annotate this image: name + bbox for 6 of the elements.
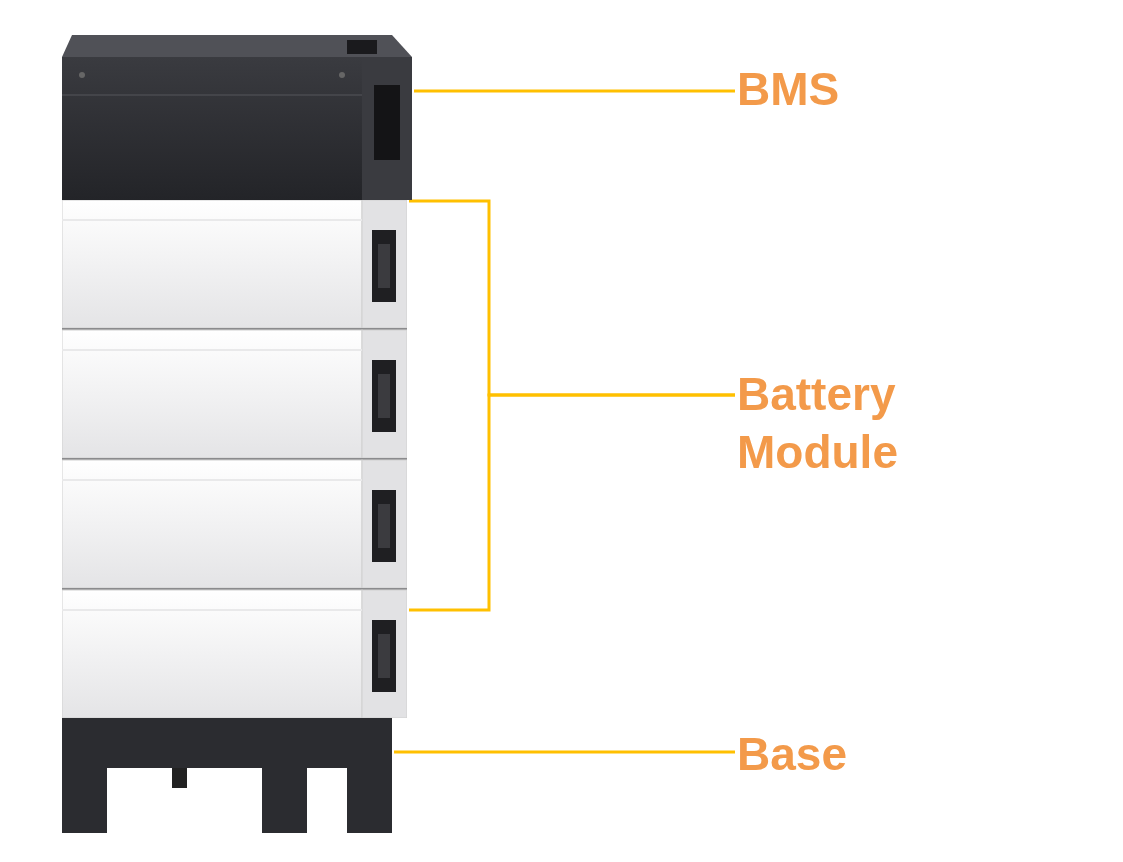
leader-line — [394, 750, 735, 754]
part-label: BMS — [737, 60, 937, 118]
leader-line — [414, 89, 735, 93]
leader-line — [409, 393, 735, 612]
part-label: Battery Module — [737, 365, 977, 481]
part-label: Base — [737, 725, 937, 783]
